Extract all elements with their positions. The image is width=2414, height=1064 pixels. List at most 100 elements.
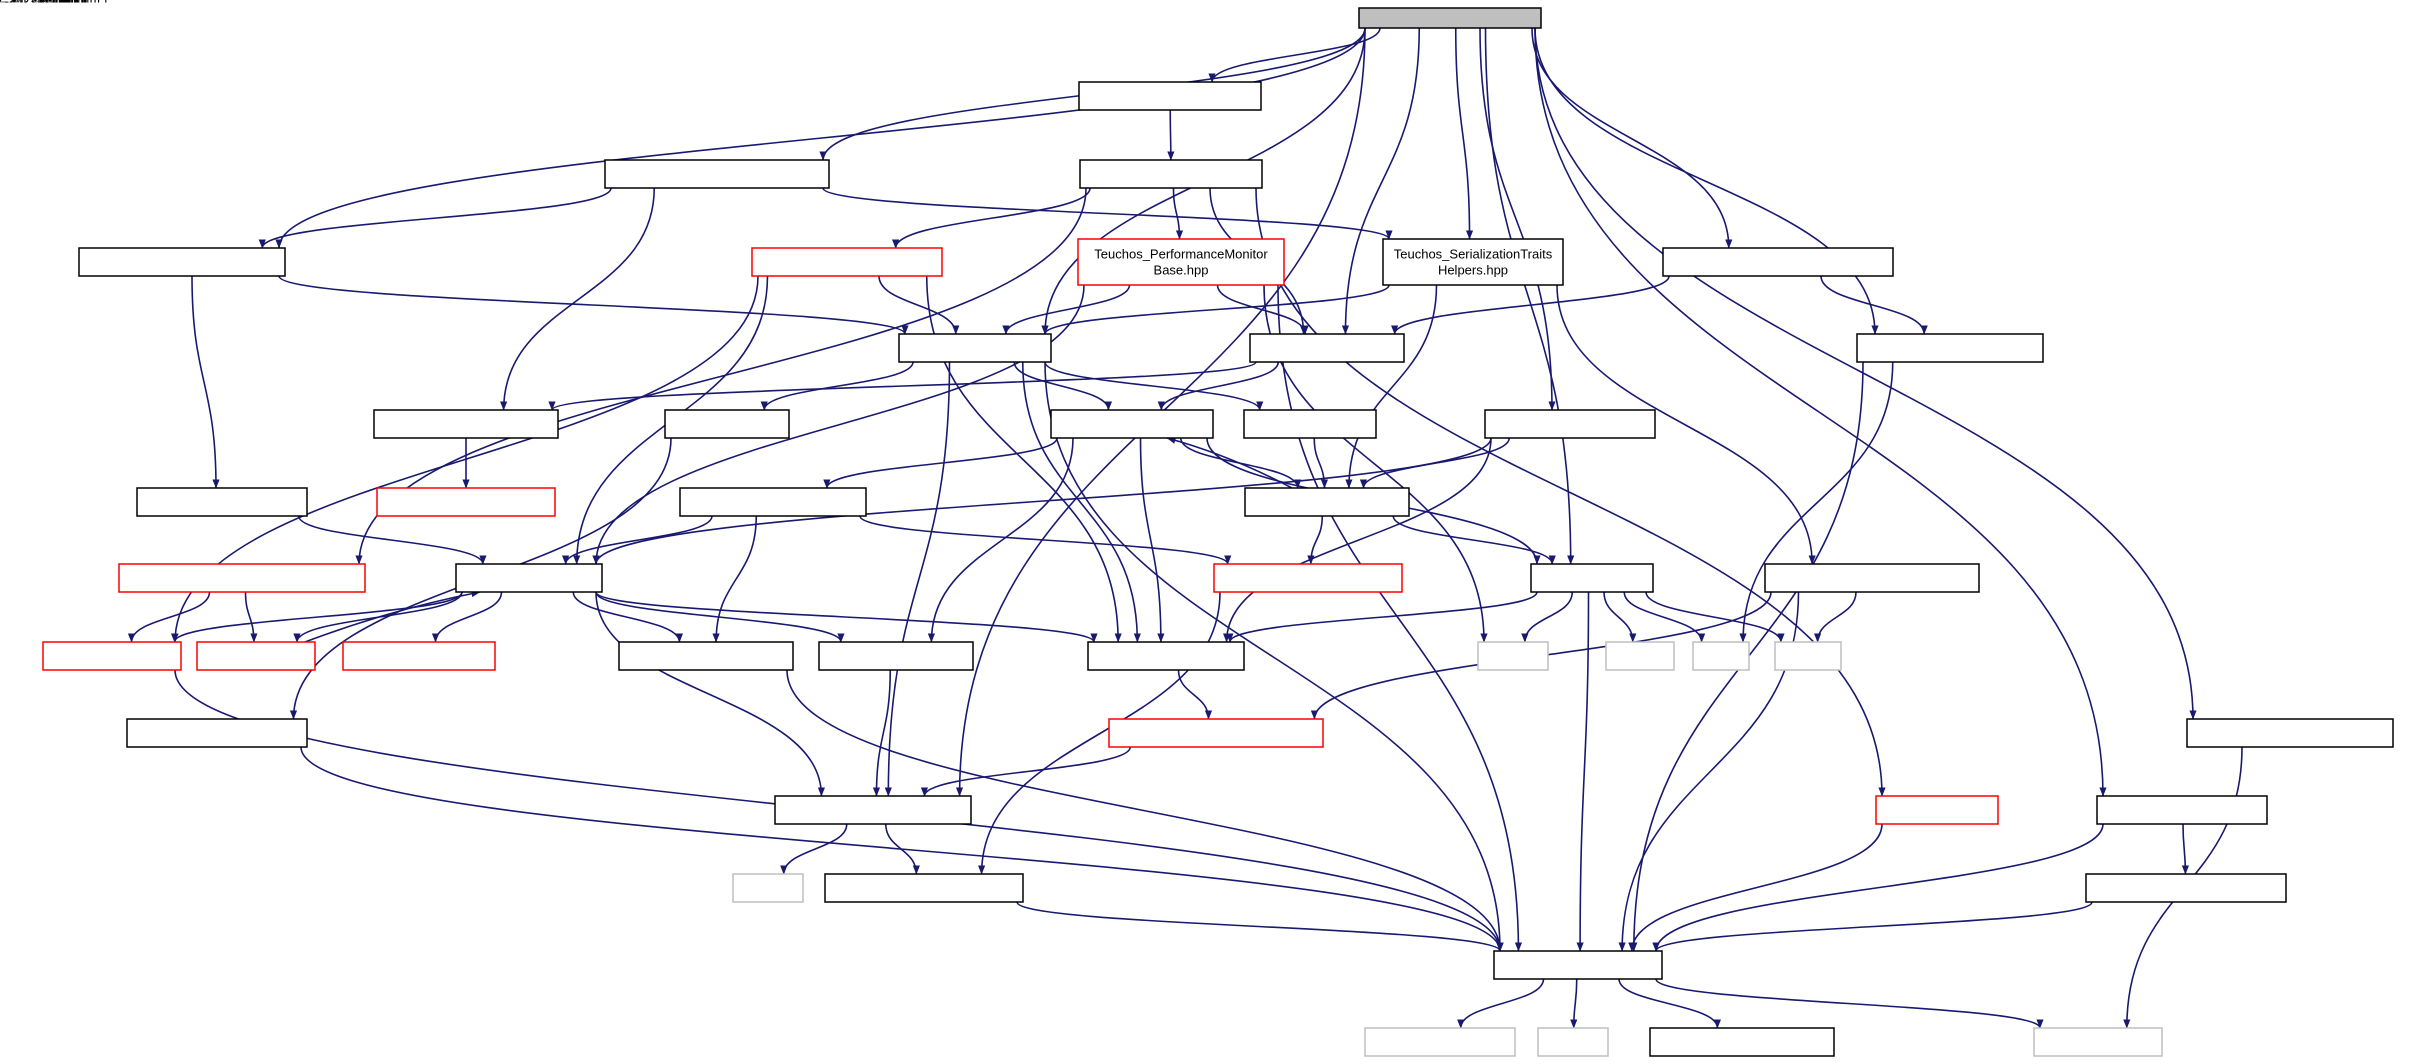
node-ptr[interactable]: Teuchos_Ptr.hpp: [0, 0, 316, 671]
node-label: Teuchos_OrdinalTraits.hpp: [0, 0, 77, 3]
node-box: [196, 641, 316, 671]
node-box: [455, 563, 603, 593]
node-label: stddef.h: [0, 0, 23, 3]
node-serializerhelpers[interactable]: Teuchos_SerializerHelpers.hpp: [0, 0, 286, 277]
edge-commhelpers-to-ordinaltraits: [1534, 27, 1879, 335]
node-reductionophelpers[interactable]: Teuchos_ReductionOpHelpers.hpp: [0, 0, 830, 189]
node-consttypetraits[interactable]: Teuchos_ConstTypeTraits.hpp: [0, 0, 1024, 903]
edge-timemonitor-to-time: [1255, 187, 1886, 797]
edge-serializer-to-rcp: [297, 515, 487, 565]
edge-commhelpers-to-serializerhelpers: [275, 27, 1366, 249]
node-describable[interactable]: Teuchos_Describable.hpp: [0, 0, 556, 517]
node-ordinaltraits[interactable]: Teuchos_OrdinalTraits.hpp: [0, 0, 2044, 363]
node-box: [824, 873, 1024, 903]
node-label: Teuchos_map.hpp: [0, 0, 53, 3]
node-reductionop[interactable]: Teuchos_ReductionOp.hpp: [0, 0, 559, 439]
edge-perfmonbase-to-rcp: [592, 284, 1085, 565]
node-arrayrcpdecl[interactable]: Teuchos_ArrayRCPDecl.hpp: [0, 0, 867, 517]
node-arrayviewdecl[interactable]: Teuchos_ArrayViewDecl.hpp: [0, 0, 1403, 593]
edge-sertraitshelpers-to-arrayview: [1345, 284, 1438, 489]
node-rcp[interactable]: Teuchos_RCP.hpp: [0, 0, 603, 593]
edge-rcp-to-map: [171, 591, 463, 643]
node-box: [1856, 333, 2044, 363]
node-label: Teuchos_Tuple.hpp: [0, 0, 57, 3]
edge-timemonitor-to-perfmonbase: [1172, 187, 1184, 240]
node-timemonitor[interactable]: Teuchos_TimeMonitor.hpp: [0, 0, 1263, 189]
node-dllexport[interactable]: Teuchos_DLLExportMacro.h: [0, 0, 1835, 1057]
edge-configdefs-to-teuchoscoreconfig: [1457, 978, 1545, 1029]
node-label: Teuchos_Describable.hpp: [0, 0, 75, 3]
node-box: [1213, 563, 1403, 593]
node-box: [618, 641, 794, 671]
node-tuple[interactable]: Teuchos_Tuple.hpp: [0, 0, 1377, 439]
node-arrayview[interactable]: Teuchos_ArrayView.hpp: [0, 0, 1410, 517]
node-scalartraitsdecl[interactable]: Teuchos_ScalarTraitsDecl.hpp: [0, 0, 2287, 903]
node-defaultserialcomm[interactable]: Teuchos_DefaultSerialComm.hpp: [0, 0, 1894, 277]
node-scalartraits[interactable]: Teuchos_ScalarTraits.hpp: [0, 0, 2268, 825]
node-commutilities[interactable]: Teuchos_CommUtilities.hpp: [0, 0, 1262, 111]
node-box: [78, 247, 286, 277]
edge-defaultserialcomm-to-comm: [1391, 275, 1670, 335]
edge-cmdlineproc-to-ptr: [244, 591, 258, 643]
node-box: [1692, 641, 1750, 671]
node-box: [1079, 159, 1263, 189]
node-label: Teuchos_config.h: [0, 0, 51, 3]
edge-commhelpers-to-commutilities: [1208, 27, 1381, 83]
node-label: cstdlib: [0, 0, 18, 3]
node-box: [1244, 487, 1410, 517]
node-time[interactable]: Teuchos_Time.hpp: [0, 0, 1999, 825]
node-typenametraits[interactable]: Teuchos_TypeNameTraits.hpp: [0, 0, 972, 825]
edge-assert-to-testforexception: [1177, 669, 1213, 720]
edge-scalartraits-to-configdefs: [1652, 823, 2104, 952]
node-label: cerrno: [0, 0, 18, 3]
node-box: [1537, 1027, 1609, 1057]
node-box: [898, 333, 1052, 363]
node-label: TeuchosCore_config.h: [0, 0, 65, 3]
edge-as-to-climits: [1645, 591, 1785, 643]
node-sertraits[interactable]: Teuchos_SerializationTraits.hpp: [0, 0, 1980, 593]
node-box: [1649, 1027, 1835, 1057]
node-tostring[interactable]: Teuchos_toString.hpp: [0, 0, 308, 748]
node-box: [1087, 641, 1245, 671]
node-testforexception[interactable]: Teuchos_TestForException.hpp: [0, 0, 1324, 748]
node-rcpdecl[interactable]: Teuchos_RCPDecl.hpp: [0, 0, 496, 671]
node-cmdlineproc[interactable]: Teuchos_CommandLineProcessor.hpp: [0, 0, 366, 593]
edge-array-to-assert: [1021, 361, 1141, 643]
edge-scalartraitsdecl-to-configdefs: [1652, 901, 2093, 952]
edge-array-to-arrayrcp: [1013, 361, 1113, 411]
node-workspace[interactable]: Teuchos_Workspace.hpp: [0, 0, 1656, 439]
node-ereductiontype[interactable]: Teuchos_EReductionType.hpp: [0, 0, 2394, 748]
node-parameterlist[interactable]: Teuchos_ParameterList.hpp: [0, 0, 943, 277]
node-label: Teuchos_RCP.hpp: [0, 0, 53, 3]
node-label: Teuchos_ArrayViewDecl.hpp: [0, 0, 83, 3]
node-array[interactable]: Teuchos_Array.hpp: [0, 0, 1052, 363]
node-box: [1249, 333, 1405, 363]
node-label: Teuchos_ConfigDefs.hpp: [0, 0, 73, 3]
node-assert[interactable]: Teuchos_Assert.hpp: [0, 0, 1245, 671]
node-arrayrcp[interactable]: Teuchos_ArrayRCP.hpp: [0, 0, 1214, 439]
edge-arrayview-to-arrayviewdecl: [1307, 515, 1324, 565]
edge-typenametraits-to-typeinfo: [780, 823, 848, 875]
node-as[interactable]: Teuchos_as.hpp: [0, 0, 1654, 593]
node-comm[interactable]: Teuchos_Comm.hpp: [0, 0, 1405, 363]
node-utils[interactable]: Teuchos_Utils.hpp: [0, 0, 790, 439]
node-configdefs[interactable]: Teuchos_ConfigDefs.hpp: [0, 0, 1663, 980]
node-dyn-cast[interactable]: Teuchos_dyn_cast.hpp: [0, 0, 974, 671]
edge-perfmonbase-to-comm: [1216, 284, 1309, 335]
edge-rcp-to-typenametraits: [595, 591, 825, 797]
node-map[interactable]: Teuchos_map.hpp: [0, 0, 182, 671]
node-commhelpers[interactable]: Teuchos_CommHelpers.hpp: [0, 0, 1542, 29]
edge-layer: [127, 27, 2243, 1029]
node-serializer[interactable]: Teuchos_Serializer.hpp: [0, 0, 308, 517]
node-label: Teuchos_ConstTypeTraits.hpp: [0, 0, 88, 3]
edge-rcp-to-dyn-cast: [595, 591, 845, 643]
node-box: [1662, 247, 1894, 277]
edge-arrayrcpdecl-to-arrayviewdecl: [859, 515, 1232, 565]
edge-arrayrcp-to-arrayrcpdecl: [823, 437, 1058, 489]
node-exceptions[interactable]: Teuchos_Exceptions.hpp: [0, 0, 794, 671]
